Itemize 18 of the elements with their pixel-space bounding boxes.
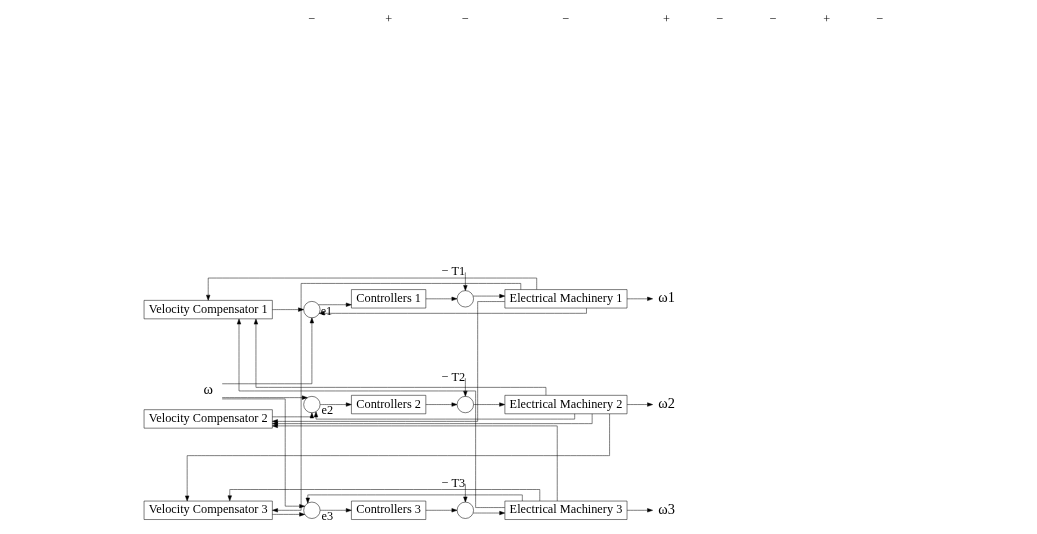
label: −	[769, 11, 777, 26]
label: −	[715, 11, 723, 26]
node-text: ω1	[657, 289, 675, 306]
edge-label: e3	[321, 509, 333, 524]
label: +	[662, 11, 670, 26]
node-text: ω2	[657, 395, 675, 412]
label: −	[876, 11, 884, 26]
edge-label: − T2	[441, 370, 465, 385]
edge-label: − T3	[441, 475, 465, 490]
label: −	[307, 11, 315, 26]
edge-label: − T1	[441, 264, 465, 279]
label: +	[384, 11, 392, 26]
label: −	[562, 11, 569, 26]
node-text: ω	[202, 380, 213, 397]
label: +	[822, 11, 830, 26]
label: −	[461, 11, 469, 26]
node-text: ω3	[657, 500, 675, 517]
edge-label: e2	[321, 403, 333, 418]
